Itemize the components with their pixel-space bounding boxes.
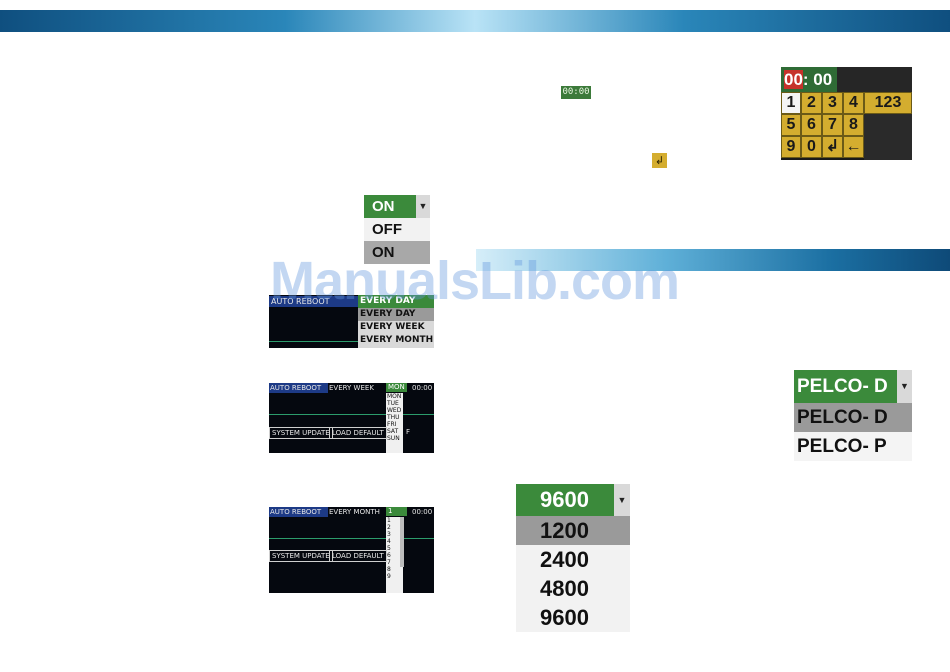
auto-reboot-label: AUTO REBOOT xyxy=(269,383,328,393)
onoff-value: ON xyxy=(372,198,395,215)
baud-rate-value: 9600 xyxy=(540,487,589,512)
keypad-cursor: 00 xyxy=(784,70,803,89)
watermark: ManualsLib.com xyxy=(270,251,680,311)
divider xyxy=(269,538,434,539)
option-pelco-p[interactable]: PELCO- P xyxy=(794,432,912,461)
date-list[interactable]: 1 2 3 4 5 6 7 8 9 xyxy=(386,517,403,593)
period-select[interactable]: EVERY DAY xyxy=(358,295,434,308)
onoff-select[interactable]: ON ▼ xyxy=(364,195,430,218)
onoff-dropdown[interactable]: ON ▼ OFF ON xyxy=(364,195,430,264)
divider xyxy=(269,341,358,342)
option-date[interactable]: 1 xyxy=(387,517,391,524)
load-default-button[interactable]: LOAD DEFAULT xyxy=(329,550,387,562)
date-select[interactable]: 1 xyxy=(386,507,407,516)
option-on[interactable]: ON xyxy=(364,241,430,264)
load-default-button[interactable]: LOAD DEFAULT xyxy=(329,427,387,439)
key-3[interactable]: 3 xyxy=(822,92,843,114)
option-every-week[interactable]: EVERY WEEK xyxy=(360,322,425,332)
option-pelco-d[interactable]: PELCO- D xyxy=(794,403,912,432)
option-9600[interactable]: 9600 xyxy=(516,603,630,632)
time-value[interactable]: 00:00 xyxy=(412,508,433,516)
option-day[interactable]: SAT xyxy=(387,428,399,435)
baud-rate-select[interactable]: 9600 ▼ xyxy=(516,484,630,516)
key-6[interactable]: 6 xyxy=(801,114,822,136)
chevron-down-icon[interactable]: ▼ xyxy=(614,484,630,516)
option-day[interactable]: TUE xyxy=(387,400,399,407)
divider xyxy=(269,414,434,415)
system-update-button[interactable]: SYSTEM UPDATE xyxy=(269,550,333,562)
period-dropdown[interactable]: EVERY DAY EVERY DAY EVERY WEEK EVERY MON… xyxy=(358,295,434,348)
key-2[interactable]: 2 xyxy=(801,92,822,114)
period-value[interactable]: EVERY MONTH xyxy=(329,508,380,516)
key-7[interactable]: 7 xyxy=(822,114,843,136)
enter-arrow-icon: ↲ xyxy=(652,153,667,168)
key-123-mode[interactable]: 123 xyxy=(864,92,912,114)
option-every-month[interactable]: EVERY MONTH xyxy=(360,335,434,345)
key-8[interactable]: 8 xyxy=(843,114,864,136)
scrollbar[interactable] xyxy=(400,517,404,567)
period-value[interactable]: EVERY WEEK xyxy=(329,384,374,392)
option-off[interactable]: OFF xyxy=(364,218,430,241)
option-2400[interactable]: 2400 xyxy=(516,545,630,574)
system-update-button[interactable]: SYSTEM UPDATE xyxy=(269,427,333,439)
option-every-day[interactable]: EVERY DAY xyxy=(358,308,434,321)
option-1200[interactable]: 1200 xyxy=(516,516,630,545)
protocol-select[interactable]: PELCO- D ▼ xyxy=(794,370,912,403)
option-day[interactable]: WED xyxy=(387,407,402,414)
time-field-icon: 00:00 xyxy=(561,86,591,99)
extra-label: F xyxy=(406,428,411,436)
keypad-grid: 1 2 3 4 123 5 6 7 8 9 0 ↲ ← xyxy=(781,92,912,160)
chevron-down-icon[interactable]: ▼ xyxy=(416,195,430,218)
option-day[interactable]: MON xyxy=(387,393,402,400)
baud-rate-dropdown[interactable]: 9600 ▼ 1200 2400 4800 9600 xyxy=(516,484,630,632)
option-date[interactable]: 3 xyxy=(387,531,391,538)
option-date[interactable]: 9 xyxy=(387,573,391,580)
section-header-bar xyxy=(476,249,950,271)
option-date[interactable]: 6 xyxy=(387,552,391,559)
option-date[interactable]: 2 xyxy=(387,524,391,531)
option-date[interactable]: 4 xyxy=(387,538,391,545)
auto-reboot-monthly-screen: AUTO REBOOT EVERY MONTH 1 00:00 1 2 3 4 … xyxy=(269,507,434,593)
key-1[interactable]: 1 xyxy=(781,92,801,114)
keypad-empty-area xyxy=(864,114,912,160)
day-list[interactable]: MON TUE WED THU FRI SAT SUN xyxy=(386,393,403,453)
day-select[interactable]: MON xyxy=(386,383,407,392)
key-0[interactable]: 0 xyxy=(801,136,822,158)
option-day[interactable]: FRI xyxy=(387,421,397,428)
option-day[interactable]: THU xyxy=(387,414,400,421)
auto-reboot-weekly-screen: AUTO REBOOT EVERY WEEK MON 00:00 MON TUE… xyxy=(269,383,434,453)
option-day[interactable]: SUN xyxy=(387,435,400,442)
key-9[interactable]: 9 xyxy=(781,136,801,158)
keypad-display-rest: : 00 xyxy=(802,70,833,89)
option-date[interactable]: 8 xyxy=(387,566,391,573)
chevron-down-icon[interactable]: ▼ xyxy=(897,370,912,403)
auto-reboot-daily-screen: AUTO REBOOT EVERY DAY EVERY DAY EVERY WE… xyxy=(269,295,434,348)
protocol-value: PELCO- D xyxy=(797,376,888,397)
keypad-background xyxy=(837,67,912,92)
time-value[interactable]: 00:00 xyxy=(412,384,433,392)
numeric-keypad: 00: 00 1 2 3 4 123 5 6 7 8 9 0 ↲ ← xyxy=(781,67,912,160)
keypad-display: 00: 00 xyxy=(781,67,837,92)
auto-reboot-label: AUTO REBOOT xyxy=(269,507,328,517)
header-bar xyxy=(0,10,950,32)
protocol-dropdown[interactable]: PELCO- D▼ PELCO- D PELCO- P xyxy=(794,370,912,461)
key-4[interactable]: 4 xyxy=(843,92,864,114)
auto-reboot-label: AUTO REBOOT xyxy=(269,296,358,307)
key-5[interactable]: 5 xyxy=(781,114,801,136)
backspace-key-icon[interactable]: ← xyxy=(843,136,864,158)
enter-key-icon[interactable]: ↲ xyxy=(822,136,843,158)
option-4800[interactable]: 4800 xyxy=(516,574,630,603)
option-date[interactable]: 5 xyxy=(387,545,391,552)
option-date[interactable]: 7 xyxy=(387,559,391,566)
